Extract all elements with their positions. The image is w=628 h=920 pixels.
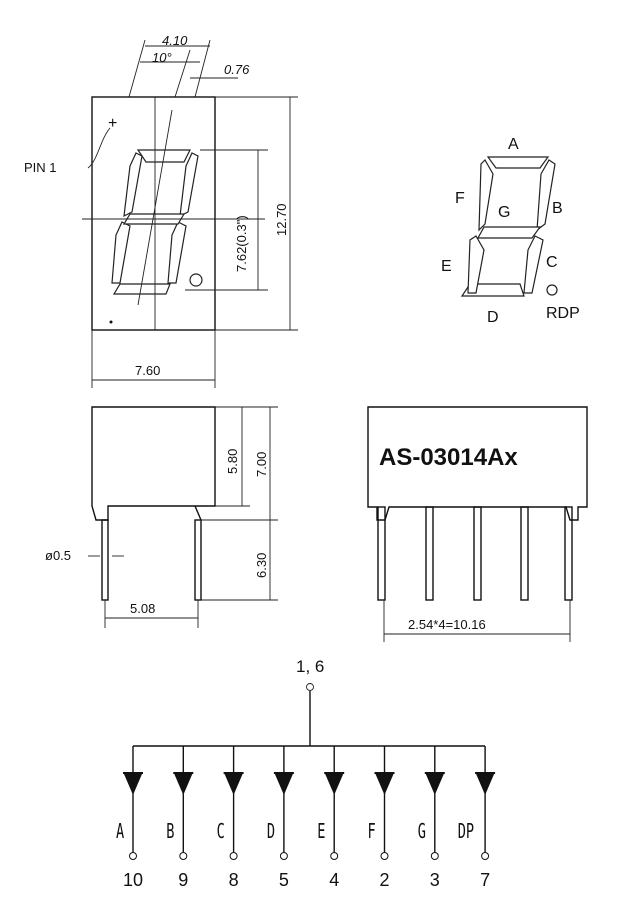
front-seg-d bbox=[112, 283, 171, 295]
diode-body bbox=[274, 774, 293, 795]
pin-number: 4 bbox=[329, 870, 339, 890]
segment-label: E bbox=[317, 820, 325, 844]
part-number: AS-03014Ax bbox=[379, 444, 518, 471]
pin-terminal bbox=[380, 852, 389, 860]
front-seg-c bbox=[167, 221, 187, 284]
seg-label-a: A bbox=[508, 136, 519, 153]
seg-e bbox=[467, 235, 485, 294]
pin-terminal bbox=[179, 852, 188, 860]
side-pin-bevel bbox=[194, 505, 202, 521]
seg-label-c: C bbox=[546, 254, 558, 271]
dim-top-label: 4.10 bbox=[162, 33, 188, 48]
front-seg-dp bbox=[189, 273, 203, 287]
pin-number: 2 bbox=[379, 870, 389, 890]
dim-side-body-label: 5.80 bbox=[225, 449, 240, 474]
pin-terminal bbox=[330, 852, 339, 860]
segment-diagram: A B C D E F G RDP bbox=[441, 136, 580, 326]
diode-body bbox=[375, 774, 394, 795]
back-view: AS-03014Ax 2.54*4=10.16 bbox=[367, 406, 588, 642]
segment-label: B bbox=[166, 820, 174, 844]
diode-body bbox=[325, 774, 344, 795]
dim-pin-diameter-label: ø0.5 bbox=[45, 548, 71, 563]
ext-line bbox=[174, 49, 191, 98]
seg-b bbox=[536, 159, 556, 232]
segment-label: F bbox=[368, 820, 376, 844]
pin-number: 9 bbox=[178, 870, 188, 890]
diode-body bbox=[174, 774, 193, 795]
dim-angle-label: 10° bbox=[152, 50, 172, 65]
dim-side-total-label: 7.00 bbox=[254, 452, 269, 477]
side-body-outline bbox=[91, 406, 216, 521]
front-view: 4.10 10° 0.76 + PIN 1 7.62(0.3") bbox=[24, 33, 298, 388]
diode-body bbox=[476, 774, 495, 795]
seg-label-f: F bbox=[455, 190, 465, 207]
pin-terminal bbox=[279, 852, 288, 860]
common-terminal bbox=[306, 683, 314, 691]
plus-mark: + bbox=[108, 115, 117, 132]
ext-line bbox=[128, 39, 146, 98]
seg-label-e: E bbox=[441, 258, 452, 275]
pin1-label: PIN 1 bbox=[24, 160, 57, 175]
dim-body-width-label: 7.60 bbox=[135, 363, 160, 378]
segment-label: A bbox=[116, 820, 125, 844]
back-pin-5 bbox=[564, 506, 573, 601]
seg-g bbox=[476, 226, 542, 239]
diode-body bbox=[224, 774, 243, 795]
pin-number: 7 bbox=[480, 870, 490, 890]
diode-array: A 10 B 9 C 8 D 5 E 4 F 2 G 3 DP 7 bbox=[116, 746, 496, 890]
back-pin-4 bbox=[520, 506, 529, 601]
diode-body bbox=[124, 774, 142, 795]
dim-tip-label: 0.76 bbox=[224, 62, 250, 77]
dim-digit-height-label: 7.62(0.3") bbox=[234, 215, 249, 272]
pin-number: 5 bbox=[279, 870, 289, 890]
pin-terminal bbox=[229, 852, 238, 860]
back-pin-2 bbox=[425, 506, 434, 601]
pin1-dot bbox=[109, 320, 113, 324]
dim-body-height-label: 12.70 bbox=[274, 203, 289, 236]
segment-label: DP bbox=[458, 820, 474, 844]
dim-pin-spacing-label: 5.08 bbox=[130, 601, 155, 616]
back-pin-3 bbox=[473, 506, 482, 601]
pin-terminal bbox=[430, 852, 439, 860]
common-pin-label: 1, 6 bbox=[296, 657, 324, 676]
diode-body bbox=[425, 774, 444, 795]
segment-label: G bbox=[418, 820, 426, 844]
ext-line bbox=[194, 39, 211, 98]
dim-pitch-label: 2.54*4=10.16 bbox=[408, 617, 486, 632]
seg-dp bbox=[546, 284, 558, 296]
segment-label: C bbox=[217, 820, 225, 844]
pin-terminal bbox=[481, 852, 490, 860]
seg-f bbox=[478, 159, 494, 232]
pin-number: 10 bbox=[123, 870, 143, 890]
side-pin-right bbox=[194, 519, 202, 601]
dim-pin-length-label: 6.30 bbox=[254, 553, 269, 578]
seg-label-dp: RDP bbox=[546, 305, 580, 322]
pin-terminal bbox=[129, 852, 137, 860]
pin-number: 3 bbox=[430, 870, 440, 890]
segment-label: D bbox=[267, 820, 275, 844]
schematic: 1, 6 A 10 B 9 C 8 D 5 E 4 F 2 G 3 DP 7 bbox=[116, 657, 496, 890]
slant-axis bbox=[137, 109, 173, 306]
front-seg-f bbox=[123, 152, 143, 218]
seg-a bbox=[486, 156, 550, 169]
side-view: 5.80 7.00 6.30 ø0.5 5.08 bbox=[45, 406, 278, 628]
front-body-outline bbox=[91, 96, 216, 331]
seg-c bbox=[523, 235, 544, 294]
front-seg-e bbox=[111, 221, 131, 284]
pin-number: 8 bbox=[229, 870, 239, 890]
pin1-leader bbox=[87, 127, 111, 169]
back-pin-1 bbox=[377, 506, 386, 601]
seg-label-b: B bbox=[552, 200, 563, 217]
seg-label-d: D bbox=[487, 309, 499, 326]
seg-label-g: G bbox=[498, 204, 510, 221]
front-digit bbox=[111, 149, 203, 295]
side-pin-left bbox=[101, 519, 109, 601]
